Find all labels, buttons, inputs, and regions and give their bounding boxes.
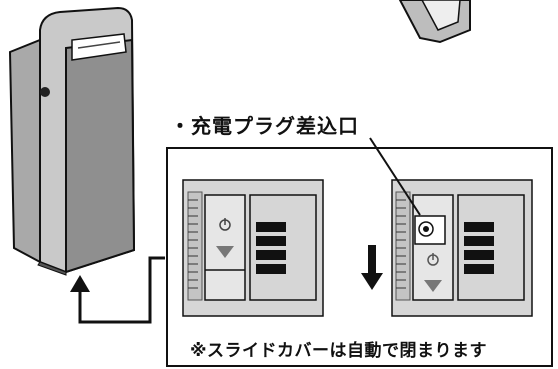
led-bars [256, 222, 286, 274]
arrow-down-icon [361, 245, 383, 290]
arrow-up-icon [70, 275, 90, 292]
power-icon [427, 253, 439, 266]
power-icon [219, 218, 231, 231]
triangle-down-icon [424, 280, 442, 292]
battery-illustration [8, 6, 136, 276]
plug-socket-icon [418, 221, 434, 237]
battery-fragment [398, 0, 471, 44]
charging-port-label: ・充電プラグ差込口 [170, 114, 359, 138]
triangle-down-icon [216, 246, 234, 258]
port-leader-line [369, 137, 421, 216]
auto-close-note: ※スライドカバーは自動で閉まります [190, 341, 488, 361]
panel-open [391, 179, 533, 317]
panel-closed [182, 179, 324, 317]
return-arrow [70, 256, 165, 324]
led-bars [464, 222, 494, 274]
